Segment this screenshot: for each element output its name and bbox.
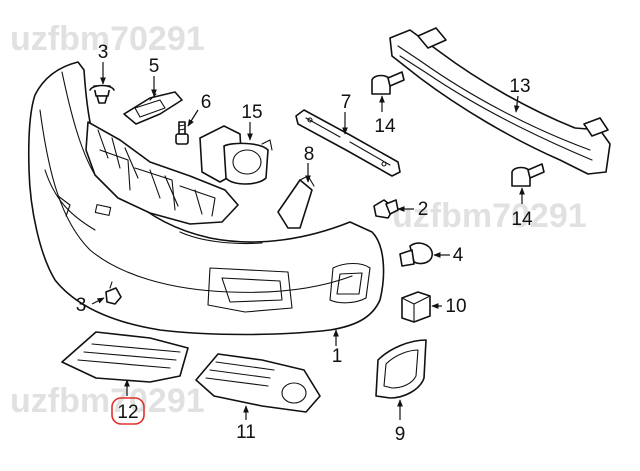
screw-part-2 (373, 199, 399, 219)
bracket-part-8 (277, 175, 315, 229)
lower-grille-part-12 (61, 331, 189, 383)
callout-1: 1 (332, 346, 343, 367)
clip-part-3-lower (105, 281, 122, 305)
callout-4: 4 (453, 245, 464, 266)
upper-grille (85, 121, 239, 225)
fog-light-part-15 (199, 125, 273, 185)
callout-3-lower: 3 (76, 295, 87, 316)
callout-8: 8 (304, 144, 315, 165)
callout-12: 12 (117, 402, 138, 423)
bolt-part-6 (175, 121, 189, 145)
callout-10: 10 (445, 296, 466, 317)
watermark-top-left: uzfbm70291 (10, 20, 205, 58)
callout-15: 15 (241, 102, 262, 123)
callout-13: 13 (509, 76, 530, 97)
callout-14-upper: 14 (374, 116, 396, 137)
callout-11: 11 (236, 422, 256, 443)
trim-cover-part-9 (375, 339, 427, 399)
bolt-part-4 (399, 242, 433, 267)
watermark-right: uzfbm70291 (392, 197, 587, 235)
callout-14-lower: 14 (511, 209, 533, 230)
bumper-cover-part-1 (27, 61, 385, 336)
leader-13 (513, 95, 520, 113)
watermark-bottom-left: uzfbm70291 (10, 382, 205, 420)
bolt-part-14-upper (371, 71, 405, 95)
clip-part-10 (401, 291, 431, 323)
side-bracket-part-7 (295, 109, 401, 177)
lower-grille-part-11 (195, 353, 321, 413)
clip-part-3-upper (89, 84, 115, 104)
bolt-part-14-lower (511, 163, 545, 187)
callout-3-upper: 3 (98, 42, 109, 63)
callout-5: 5 (149, 56, 160, 77)
callout-9: 9 (395, 424, 406, 445)
callout-7: 7 (341, 92, 352, 113)
callout-12-highlight (111, 397, 145, 425)
reinforcement-part-13 (389, 27, 611, 175)
bracket-part-5 (123, 91, 183, 125)
leader-6 (187, 109, 199, 127)
leader-3-lower (91, 297, 105, 305)
callout-6: 6 (201, 92, 212, 113)
callout-2: 2 (418, 199, 429, 220)
